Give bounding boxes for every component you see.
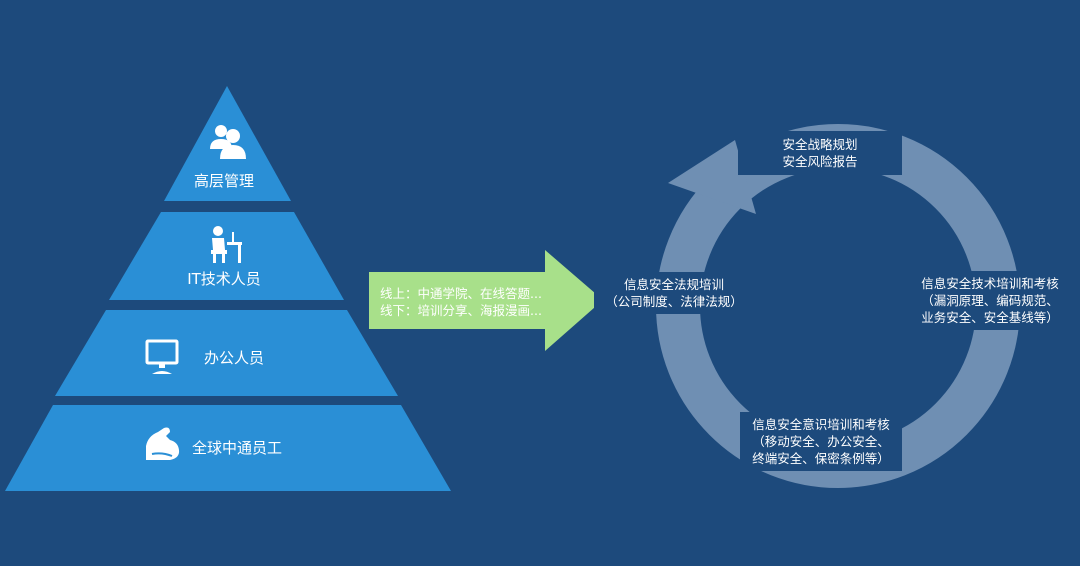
awareness-line1: 信息安全意识培训和考核	[752, 417, 890, 432]
arrow-text-online: 线上：中通学院、在线答题...	[380, 286, 542, 301]
tier-label-office-staff: 办公人员	[203, 349, 265, 367]
cycle-box-regulation: 信息安全法规培训 （公司制度、法律法规）	[594, 272, 754, 314]
tier-label-it-staff: IT技术人员	[187, 270, 261, 288]
strategy-line1: 安全战略规划	[782, 137, 858, 152]
it-worker-icon	[205, 224, 243, 268]
arrow-text-offline: 线下：培训分享、海报漫画...	[380, 303, 542, 318]
cycle-box-technical: 信息安全技术培训和考核 （漏洞原理、编码规范、 业务安全、安全基线等）	[902, 271, 1078, 330]
tier-label-managers: 高层管理	[193, 172, 255, 190]
cycle-box-strategy: 安全战略规划 安全风险报告	[738, 131, 902, 175]
regulation-line1: 信息安全法规培训	[623, 277, 724, 292]
tier-label-all-employees: 全球中通员工	[191, 439, 283, 457]
technical-line2: （漏洞原理、编码规范、	[921, 293, 1059, 308]
monitor-icon	[144, 338, 182, 380]
pyramid-tier-2	[109, 212, 344, 300]
technical-line3: 业务安全、安全基线等）	[921, 310, 1059, 325]
arm-muscle-icon	[142, 424, 182, 466]
managers-icon	[206, 121, 246, 165]
green-arrow	[369, 250, 603, 351]
awareness-line2: （移动安全、办公安全、	[752, 434, 890, 449]
technical-line1: 信息安全技术培训和考核	[921, 276, 1059, 291]
cycle-arrowhead	[668, 140, 756, 214]
pyramid-tier-3	[55, 310, 398, 396]
awareness-line3: 终端安全、保密条例等）	[752, 451, 890, 466]
cycle-box-awareness: 信息安全意识培训和考核 （移动安全、办公安全、 终端安全、保密条例等）	[740, 412, 902, 471]
regulation-line2: （公司制度、法律法规）	[605, 294, 743, 309]
strategy-line2: 安全风险报告	[782, 154, 858, 169]
pyramid-tier-bottom	[5, 405, 451, 491]
